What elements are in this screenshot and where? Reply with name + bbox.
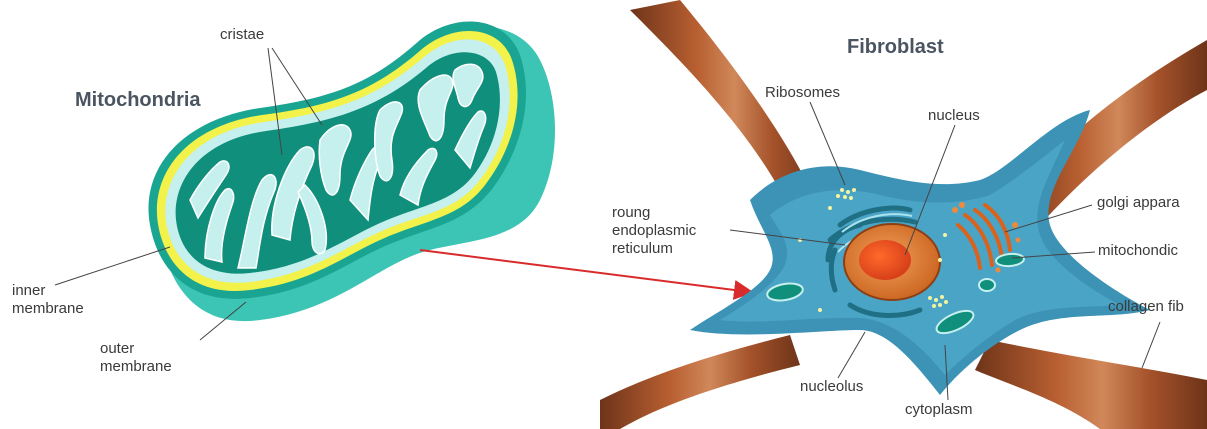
label-inner-membrane: inner membrane bbox=[12, 282, 84, 318]
mitochondria-title: Mitochondria bbox=[75, 89, 201, 112]
label-cristae: cristae bbox=[220, 26, 264, 44]
connector-arrow bbox=[420, 250, 750, 292]
label-golgi: golgi appara bbox=[1097, 194, 1180, 212]
label-ribosomes: Ribosomes bbox=[765, 84, 840, 102]
label-er: roung endoplasmic reticulum bbox=[612, 204, 696, 258]
label-collagen: collagen fib bbox=[1108, 298, 1184, 316]
collagen-fiber-bottom-left bbox=[600, 335, 800, 429]
label-nucleus: nucleus bbox=[928, 107, 980, 125]
label-mitochondria: mitochondic bbox=[1098, 242, 1178, 260]
fibroblast-title: Fibroblast bbox=[847, 36, 944, 59]
label-nucleolus: nucleolus bbox=[800, 378, 863, 396]
label-cytoplasm: cytoplasm bbox=[905, 401, 973, 419]
nucleolus bbox=[859, 240, 911, 280]
collagen-fiber-bottom-right bbox=[975, 340, 1207, 429]
mitochondrion-drawing bbox=[148, 22, 555, 322]
label-outer-membrane: outer membrane bbox=[100, 340, 172, 376]
